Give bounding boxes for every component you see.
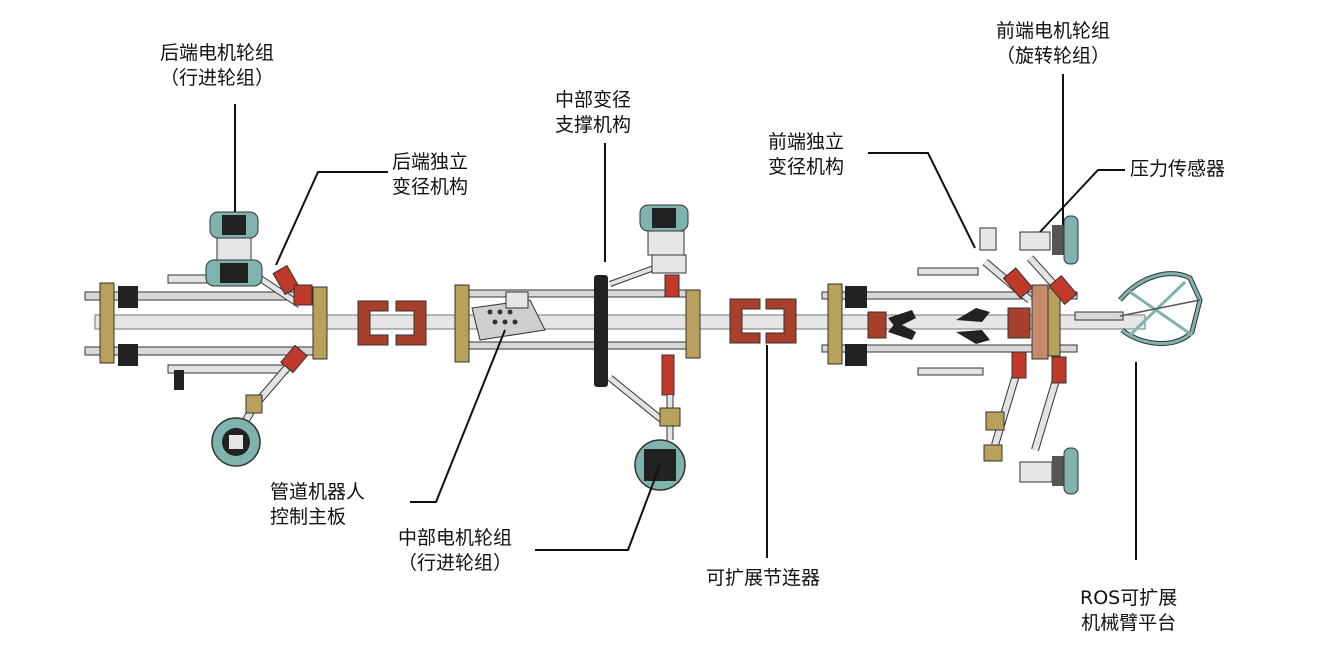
label-line: 支撑机构 <box>555 114 632 136</box>
label-line: 后端独立 <box>392 151 469 173</box>
label-line: 可扩展节连器 <box>706 567 821 589</box>
central-spine <box>94 314 1146 330</box>
label-front-reducer: 前端独立 变径机构 <box>768 130 844 180</box>
label-pressure-sensor: 压力传感器 <box>1130 157 1225 182</box>
rear-coupler <box>357 300 427 346</box>
label-line: ROS可扩展 <box>1080 587 1178 609</box>
leader-pressure-sensor <box>1039 169 1125 233</box>
front-module <box>821 215 1203 495</box>
label-line: 中部变径 <box>555 89 632 111</box>
front-wheel-upper <box>1019 215 1079 265</box>
front-reducer-lower <box>917 351 1067 462</box>
label-line: 前端独立 <box>768 131 845 153</box>
label-line: 管道机器人 <box>270 481 366 503</box>
rear-wheel-upper <box>205 211 263 287</box>
label-front-wheel: 前端电机轮组 （旋转轮组） <box>996 19 1110 69</box>
front-grippers <box>867 307 1031 344</box>
label-line: 中部电机轮组 <box>398 527 513 549</box>
leader-mid-wheel <box>535 464 661 551</box>
leader-control-board <box>410 329 506 503</box>
label-line: 控制主板 <box>270 506 347 528</box>
label-rear-wheel: 后端电机轮组 （行进轮组） <box>160 41 274 91</box>
arm-platform-claw <box>1074 271 1203 346</box>
label-line: 压力传感器 <box>1130 158 1226 180</box>
leader-rear-reducer <box>275 171 388 266</box>
label-arm-platform: ROS可扩展 机械臂平台 <box>1080 586 1177 636</box>
label-line: （旋转轮组） <box>996 45 1111 67</box>
label-line: 变径机构 <box>392 176 469 198</box>
control-board <box>471 291 546 341</box>
label-line: 后端电机轮组 <box>160 42 275 64</box>
label-line: （行进轮组） <box>160 67 275 89</box>
middle-coupler <box>729 298 797 344</box>
label-rear-reducer: 后端独立 变径机构 <box>392 150 468 200</box>
label-mid-support: 中部变径 支撑机构 <box>555 88 631 138</box>
label-line: 前端电机轮组 <box>996 20 1111 42</box>
label-connector: 可扩展节连器 <box>706 566 820 591</box>
label-control-board: 管道机器人 控制主板 <box>270 480 365 530</box>
leader-lines <box>234 74 1137 560</box>
label-line: 变径机构 <box>768 156 845 178</box>
label-line: （行进轮组） <box>398 552 513 574</box>
middle-module <box>454 204 701 491</box>
front-reducer-upper <box>917 227 1078 306</box>
label-line: 机械臂平台 <box>1081 612 1177 634</box>
middle-wheel-upper <box>639 204 689 256</box>
label-mid-wheel: 中部电机轮组 （行进轮组） <box>398 526 512 576</box>
front-wheel-lower <box>1019 447 1079 495</box>
rear-module <box>84 211 328 467</box>
rear-wheel-lower <box>211 417 261 467</box>
leader-front-reducer <box>868 152 976 249</box>
